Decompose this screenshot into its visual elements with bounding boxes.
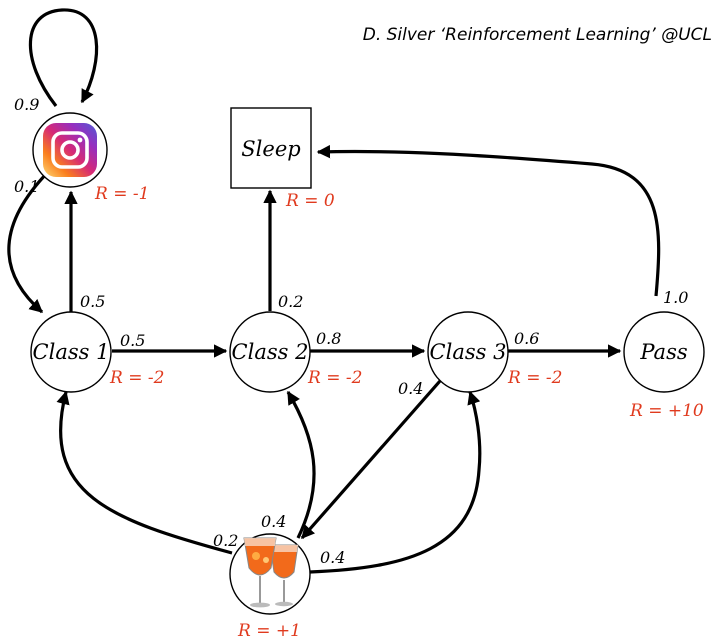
edge-pub-to-class3 — [309, 390, 482, 574]
state-label-sleep: Sleep — [241, 137, 300, 161]
prob-class1-to-class2: 0.5 — [120, 331, 145, 350]
state-label-pass: Pass — [639, 340, 687, 364]
prob-class3-to-pass: 0.6 — [514, 329, 539, 348]
state-pass: Pass — [623, 311, 705, 393]
prob-pub-to-class3: 0.4 — [320, 548, 345, 567]
credit-text: D. Silver ‘Reinforcement Learning’ @UCL — [363, 25, 712, 45]
reward-class2: R = -2 — [307, 368, 362, 388]
state-class1: Class 1 — [30, 311, 112, 393]
reward-pub: R = +1 — [237, 621, 301, 641]
state-label-class3: Class 3 — [430, 340, 507, 364]
state-class2: Class 2 — [229, 311, 311, 393]
reward-class3: R = -2 — [507, 368, 562, 388]
prob-pass-to-sleep: 1.0 — [663, 288, 688, 307]
edge-instagram-to-class1 — [7, 170, 50, 314]
edge-instagram-self-loop — [28, 8, 99, 107]
prob-pub-to-class2: 0.4 — [261, 512, 286, 531]
prob-class1-to-instagram: 0.5 — [80, 292, 105, 311]
reward-class1: R = -2 — [109, 368, 164, 388]
state-class3: Class 3 — [427, 311, 509, 393]
prob-class2-to-sleep: 0.2 — [278, 292, 303, 311]
reward-pass: R = +10 — [629, 401, 704, 421]
prob-instagram-self: 0.9 — [14, 95, 39, 114]
instagram-icon — [43, 123, 97, 177]
reward-sleep: R = 0 — [285, 191, 335, 211]
edge-class3-to-pub — [300, 379, 442, 540]
prob-instagram-to-class1: 0.1 — [14, 177, 39, 196]
edge-pass-to-sleep — [316, 144, 661, 297]
prob-pub-to-class1: 0.2 — [213, 531, 238, 550]
state-sleep: Sleep — [230, 107, 312, 189]
reward-instagram: R = -1 — [94, 184, 149, 204]
state-label-class1: Class 1 — [33, 340, 110, 364]
prob-class3-to-pub: 0.4 — [398, 379, 423, 398]
drinks-icon — [243, 537, 299, 608]
prob-class2-to-class3: 0.8 — [316, 329, 341, 348]
edge-pub-to-class2 — [286, 390, 316, 539]
state-pub — [229, 533, 311, 615]
edge-pub-to-class1 — [56, 390, 233, 555]
state-label-class2: Class 2 — [232, 340, 309, 364]
state-instagram — [32, 112, 108, 188]
